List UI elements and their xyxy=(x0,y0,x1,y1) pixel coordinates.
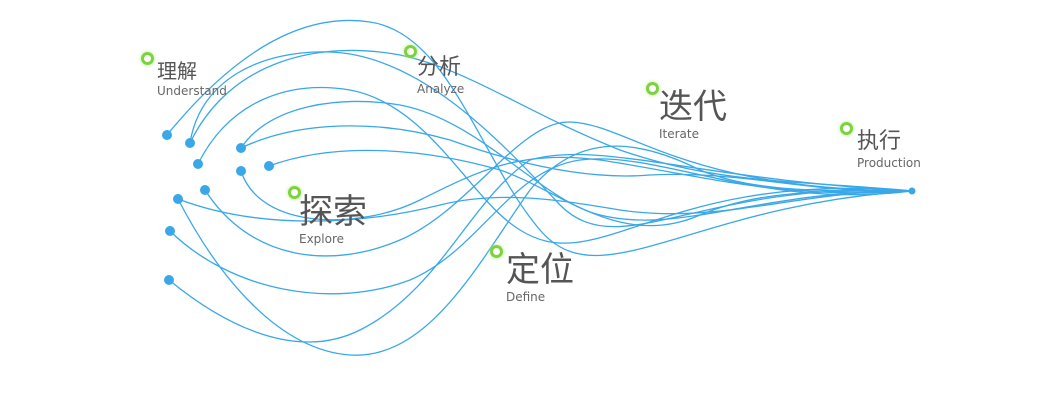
start-node xyxy=(165,226,175,236)
stage-title: 定位 xyxy=(506,250,574,290)
flow-line xyxy=(177,190,913,222)
flow-line xyxy=(204,121,913,257)
stage-subtitle: Explore xyxy=(299,232,345,246)
stage-subtitle: Production xyxy=(857,156,921,170)
flow-line xyxy=(168,153,913,343)
start-node xyxy=(200,185,210,195)
stage-title: 分析 xyxy=(417,55,462,80)
start-node xyxy=(162,130,172,140)
start-node xyxy=(193,159,203,169)
stage-subtitle: Define xyxy=(506,290,546,304)
start-node xyxy=(236,143,246,153)
stage-define: 定位 Define xyxy=(506,253,574,304)
start-node xyxy=(164,275,174,285)
start-node xyxy=(185,138,195,148)
stage-marker-icon xyxy=(404,45,417,58)
start-node xyxy=(236,166,246,176)
start-node xyxy=(173,194,183,204)
stage-subtitle: Understand xyxy=(157,84,227,98)
stage-explore: 探索 Explore xyxy=(299,195,367,246)
stage-marker-icon xyxy=(840,122,853,135)
flow-line xyxy=(177,145,913,356)
stage-marker-icon xyxy=(490,245,503,258)
stage-analyze: 分析 Analyze xyxy=(417,55,465,97)
stage-title: 理解 xyxy=(157,59,197,83)
end-node xyxy=(908,187,916,195)
flow-line xyxy=(169,158,913,295)
stage-title: 迭代 xyxy=(659,87,727,127)
flow-line xyxy=(166,19,913,257)
stage-iterate: 迭代 Iterate xyxy=(659,90,727,141)
flow-line xyxy=(268,149,913,227)
stage-marker-icon xyxy=(288,186,301,199)
stage-subtitle: Iterate xyxy=(659,127,700,141)
stage-understand: 理解 Understand xyxy=(157,61,227,98)
stage-title: 探索 xyxy=(299,192,367,232)
start-node xyxy=(264,161,274,171)
stage-marker-icon xyxy=(646,82,659,95)
stage-marker-icon xyxy=(141,52,154,65)
flow-line xyxy=(189,51,913,228)
flow-line xyxy=(189,49,913,192)
flow-line xyxy=(240,125,913,193)
stage-subtitle: Analyze xyxy=(417,82,465,96)
stage-production: 执行 Production xyxy=(857,129,921,171)
stage-title: 执行 xyxy=(857,129,902,154)
